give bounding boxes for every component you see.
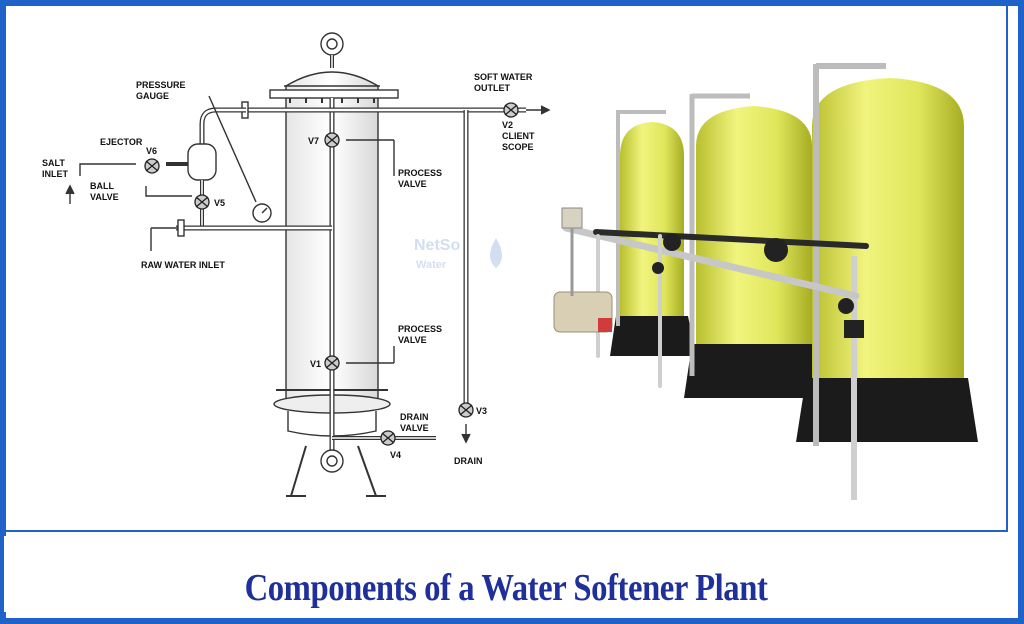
label-soft-water-outlet-1: SOFT WATER <box>474 72 533 82</box>
valve-v3 <box>458 402 474 418</box>
ejector <box>187 143 217 181</box>
label-ball-valve-2: VALVE <box>90 192 119 202</box>
caption-bar: Components of a Water Softener Plant <box>4 536 1008 612</box>
label-salt-inlet-2: INLET <box>42 169 69 179</box>
label-soft-water-outlet-2: OUTLET <box>474 83 510 93</box>
illustration: PRESSURE GAUGE EJECTOR SALT INLET BALL V… <box>42 32 978 500</box>
label-pressure-gauge-2: GAUGE <box>136 91 169 101</box>
valve-v6 <box>144 158 160 174</box>
tank-front <box>796 63 978 500</box>
label-process-valve-top-2: VALVE <box>398 179 427 189</box>
label-drain-valve-2: VALVE <box>400 423 429 433</box>
raw-water-inlet-valve <box>177 219 185 237</box>
valve-v1 <box>324 355 340 371</box>
dosing-pump <box>553 207 613 333</box>
label-process-valve-top-1: PROCESS <box>398 168 442 178</box>
schematic-labels: PRESSURE GAUGE EJECTOR SALT INLET BALL V… <box>42 72 535 466</box>
valve-v5 <box>194 194 210 210</box>
label-ejector: EJECTOR <box>100 137 143 147</box>
label-client-scope-2: SCOPE <box>502 142 534 152</box>
label-process-valve-bottom-2: VALVE <box>398 335 427 345</box>
valve-label-v6: V6 <box>146 146 157 156</box>
label-raw-water-inlet: RAW WATER INLET <box>141 260 225 270</box>
valve-v4 <box>380 430 396 446</box>
valve-label-v7: V7 <box>308 136 319 146</box>
label-process-valve-bottom-1: PROCESS <box>398 324 442 334</box>
valve-label-v4: V4 <box>390 450 401 460</box>
tank-middle <box>684 93 826 398</box>
label-salt-inlet-1: SALT <box>42 158 65 168</box>
valves <box>144 102 519 446</box>
label-pressure-gauge-1: PRESSURE <box>136 80 186 90</box>
watermark: NetSo Water <box>414 237 502 271</box>
valve-v2 <box>503 102 519 118</box>
label-client-scope-1: CLIENT <box>502 131 535 141</box>
label-drain-valve-1: DRAIN <box>400 412 429 422</box>
water-drop-icon <box>490 238 502 268</box>
watermark-line1: NetSo <box>414 237 460 254</box>
label-ball-valve-1: BALL <box>90 181 114 191</box>
valve-v7 <box>324 132 340 148</box>
valve-label-v1: V1 <box>310 359 321 369</box>
valve-label-v2: V2 <box>502 120 513 130</box>
watermark-line2: Water <box>416 259 447 271</box>
softener-plant-photo <box>553 63 978 500</box>
valve-label-v3: V3 <box>476 406 487 416</box>
label-drain: DRAIN <box>454 456 483 466</box>
valve-label-v5: V5 <box>214 198 225 208</box>
schematic <box>65 32 551 497</box>
image-panel: PRESSURE GAUGE EJECTOR SALT INLET BALL V… <box>4 4 1008 532</box>
caption-title: Components of a Water Softener Plant <box>244 567 768 609</box>
tank-rear <box>610 110 696 356</box>
